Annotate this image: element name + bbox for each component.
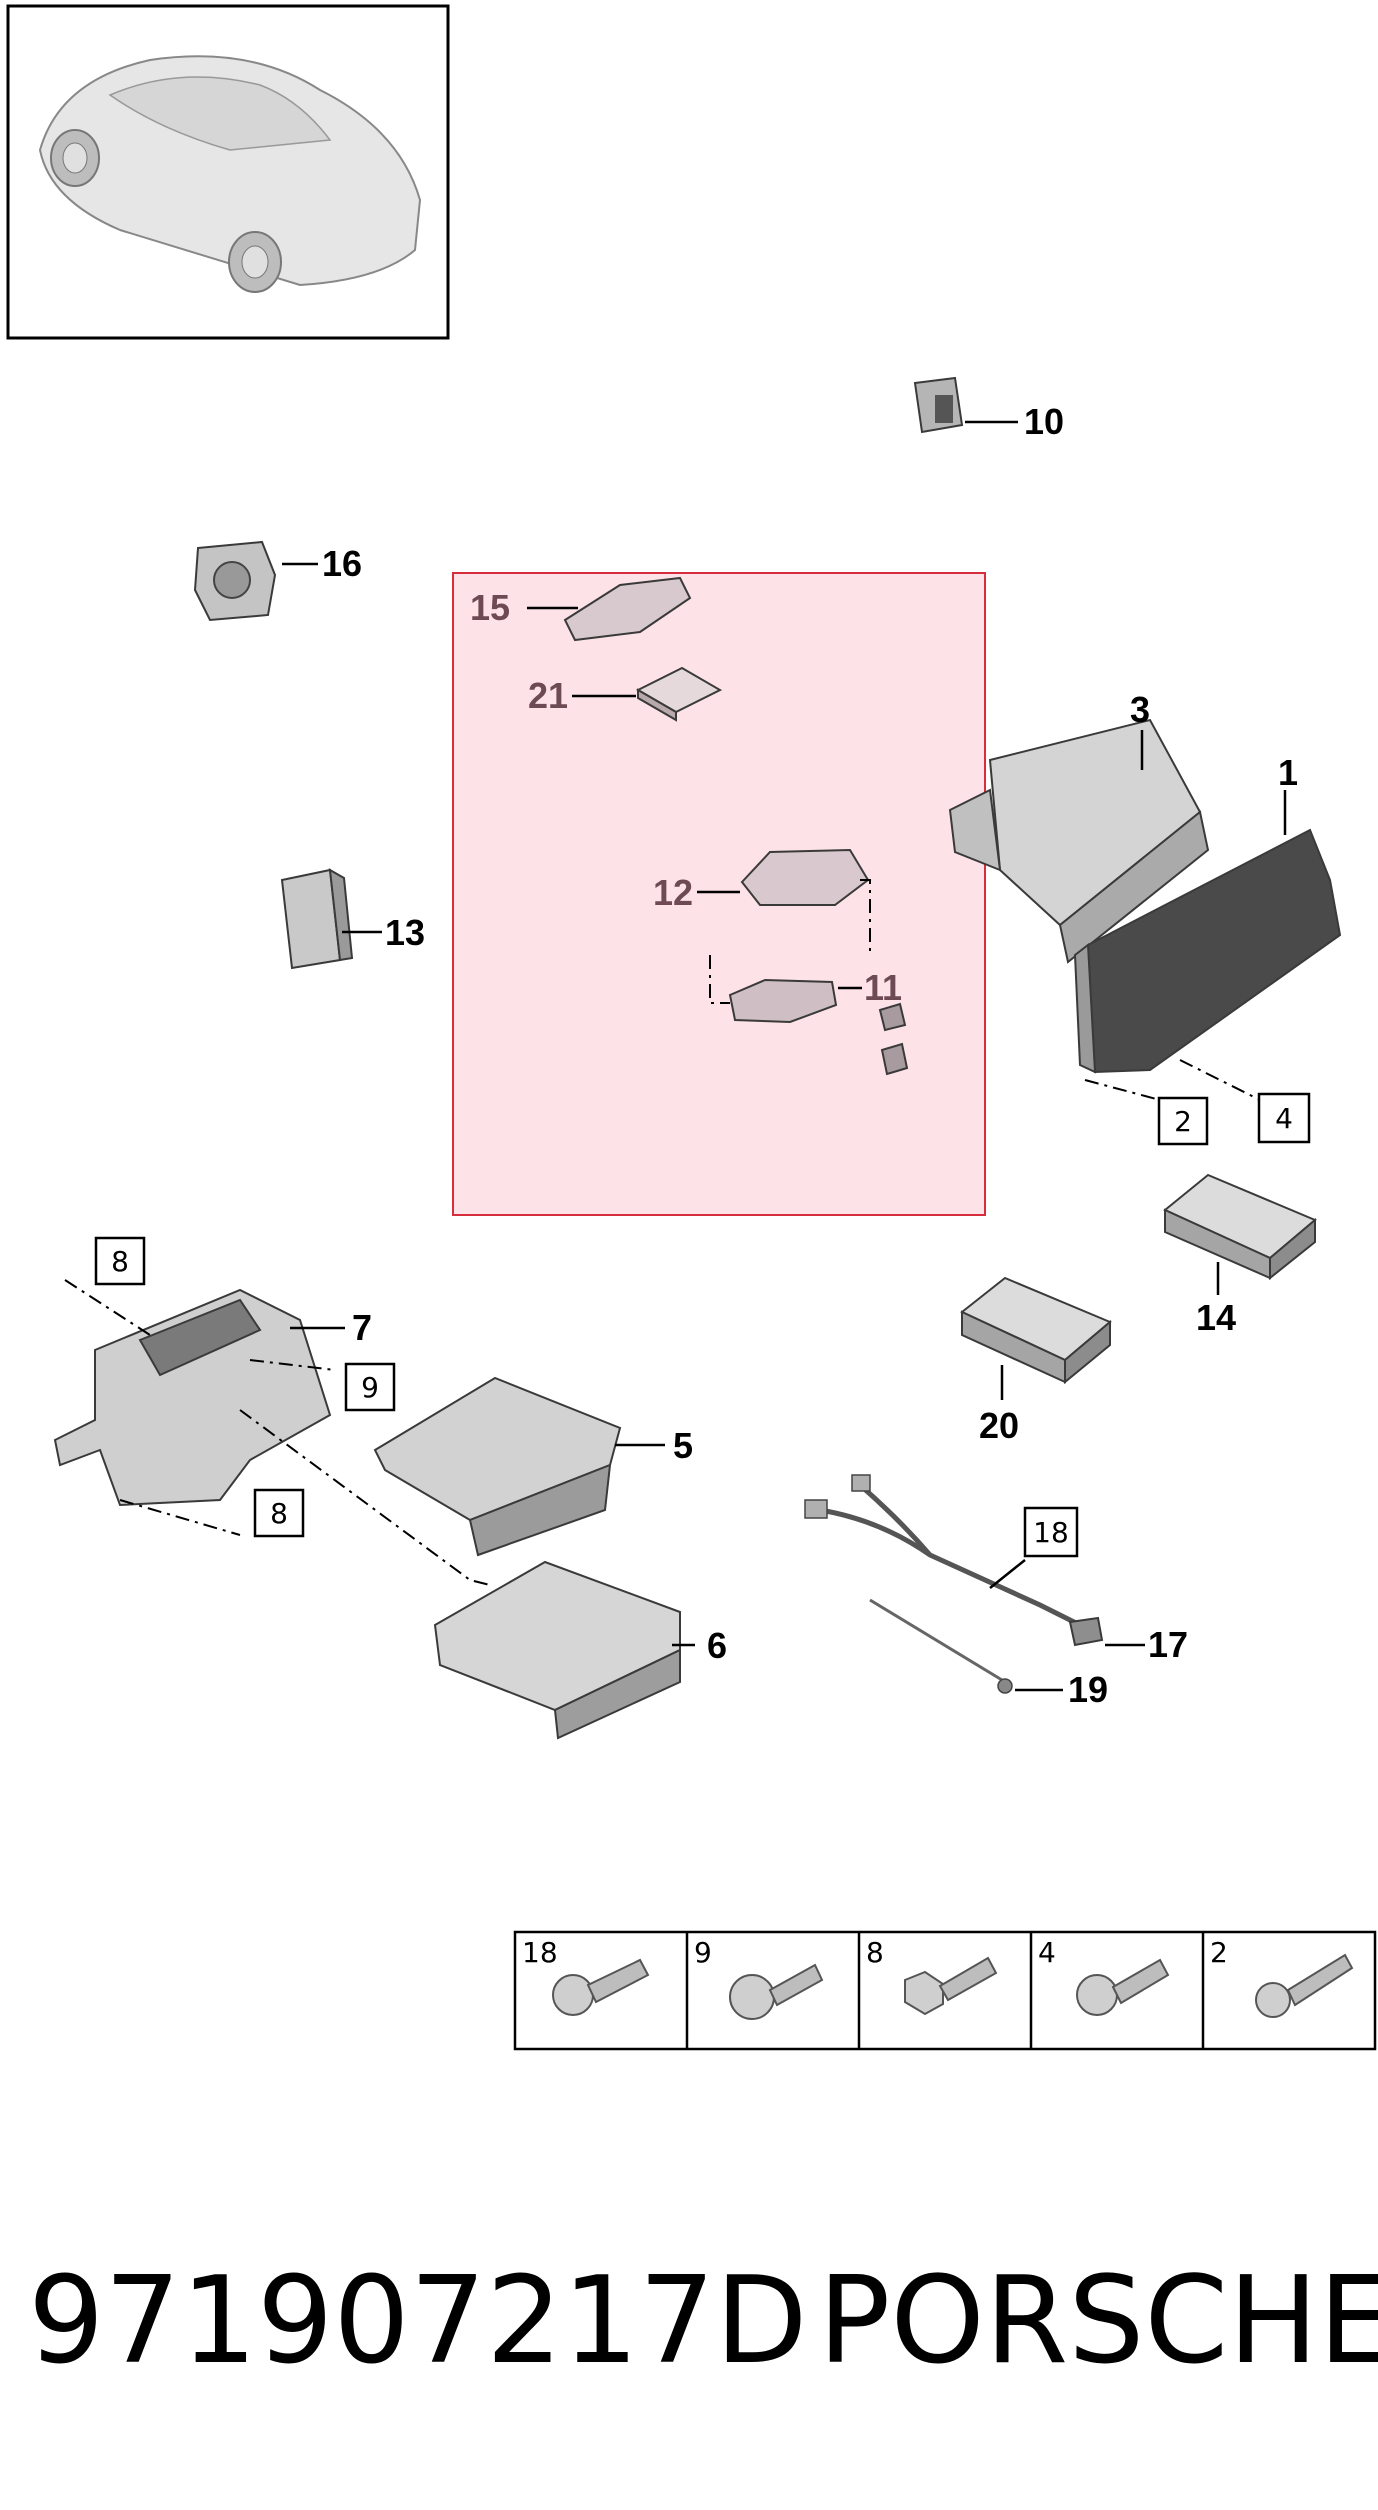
fastener-label-4: 4: [1038, 1936, 1056, 1969]
callout-5: 5: [673, 1425, 693, 1466]
part-1-drawing: [1073, 790, 1342, 1101]
boxed-ref-9: 9: [361, 1371, 379, 1404]
boxed-ref-8-top: 8: [111, 1245, 129, 1278]
fastener-label-2: 2: [1210, 1936, 1228, 1969]
bolt-9-icon: [729, 1963, 824, 2020]
callout-3: 3: [1130, 689, 1150, 730]
part-21-drawing: [572, 666, 723, 722]
part-7-drawing: [53, 1279, 345, 1536]
callout-7: 7: [352, 1307, 372, 1348]
callout-14: 14: [1196, 1297, 1236, 1338]
callout-20: 20: [979, 1405, 1019, 1446]
callout-1: 1: [1278, 752, 1298, 793]
part-12-drawing: [697, 848, 871, 1004]
callout-13: 13: [385, 912, 425, 953]
part-13-drawing: [280, 868, 382, 970]
part-16-drawing: [193, 540, 318, 622]
bolt-18-icon: [552, 1958, 650, 2016]
callout-19: 19: [1068, 1669, 1108, 1710]
callout-labels: 1 3 5 6 7 10 11 12 13 14 15 16 17 19 20 …: [322, 401, 1298, 1710]
part-3-drawing: [948, 718, 1210, 964]
callout-10: 10: [1024, 401, 1064, 442]
callout-17: 17: [1148, 1624, 1188, 1665]
boxed-ref-2: 2: [1174, 1105, 1192, 1138]
fastener-label-8: 8: [866, 1936, 884, 1969]
bolt-8-icon: [904, 1956, 998, 2016]
callout-16: 16: [322, 543, 362, 584]
part-17-drawing: [804, 1474, 1145, 1647]
callout-12: 12: [653, 872, 693, 913]
bolt-4-icon: [1076, 1958, 1170, 2016]
vehicle-thumbnail: [6, 4, 450, 340]
part-number: 971907217D: [28, 2252, 808, 2391]
part-20-drawing: [960, 1276, 1112, 1400]
boxed-ref-18: 18: [1033, 1516, 1069, 1549]
boxed-references: 2 4 8 9 8 18: [94, 1092, 1311, 1558]
boxed-ref-4: 4: [1275, 1102, 1293, 1135]
fastener-table: 18 9 8 4 2: [513, 1930, 1377, 2051]
fastener-label-9: 9: [694, 1936, 712, 1969]
callout-6: 6: [707, 1625, 727, 1666]
callout-11: 11: [864, 967, 902, 1008]
part-14-drawing: [1163, 1173, 1317, 1295]
boxed-ref-8-bottom: 8: [270, 1497, 288, 1530]
highlight-region: [452, 572, 986, 1216]
callout-15: 15: [470, 587, 510, 628]
part-11-drawing: [728, 978, 909, 1076]
screw-2-icon: [1255, 1953, 1354, 2018]
part-15-drawing: [527, 576, 692, 642]
fastener-label-18: 18: [522, 1936, 558, 1969]
footer: 971907217D PORSCHE: [28, 2252, 1378, 2391]
callout-21: 21: [528, 675, 568, 716]
part-6-drawing: [433, 1560, 695, 1740]
part-19-drawing: [869, 1598, 1063, 1694]
part-10-drawing: [913, 376, 1018, 434]
part-5-drawing: [239, 1376, 665, 1586]
brand-name: PORSCHE: [818, 2252, 1378, 2391]
